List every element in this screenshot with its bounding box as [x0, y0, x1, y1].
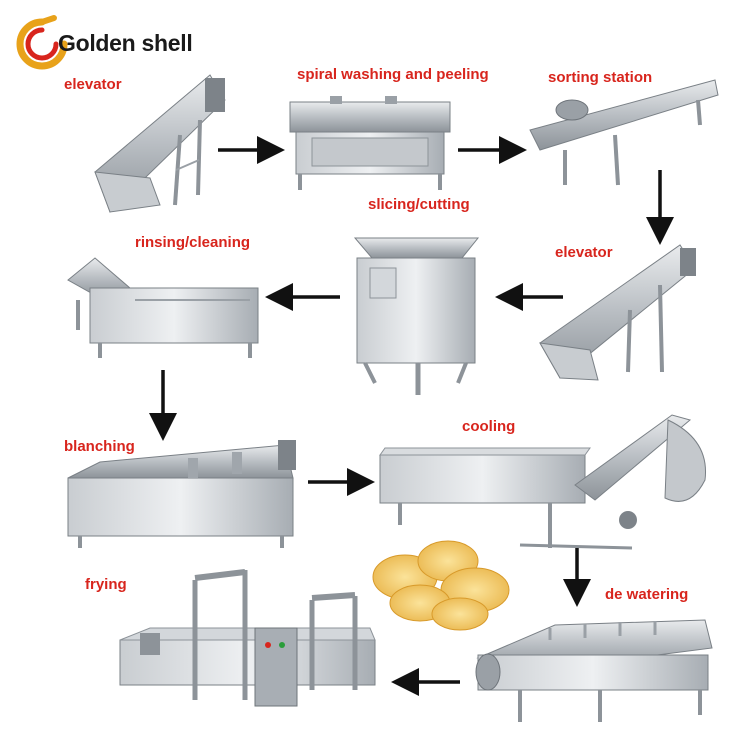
- spiral-washing-machine: [289, 96, 451, 190]
- brand-logo: Golden shell: [12, 14, 193, 74]
- logo-mark-icon: [16, 15, 68, 70]
- flow-arrows: [149, 136, 674, 696]
- blanching-machine: [67, 440, 296, 548]
- cooling-machine: [379, 414, 707, 550]
- dewatering-machine: [475, 619, 713, 722]
- rinsing-machine: [67, 257, 259, 358]
- step-label-dewatering: de watering: [605, 586, 689, 603]
- step-label-rinsing: rinsing/cleaning: [135, 234, 251, 251]
- elevator-1-machine: [94, 74, 226, 213]
- potato-chips-image: [372, 540, 510, 631]
- logo-text: Golden shell: [58, 30, 193, 56]
- step-label-blanching: blanching: [64, 438, 135, 455]
- sorting-station-machine: [529, 79, 719, 186]
- step-label-frying: frying: [85, 576, 127, 593]
- step-label-cooling: cooling: [462, 418, 516, 435]
- step-label-sorting-station: sorting station: [548, 69, 653, 86]
- step-label-elevator-1: elevator: [64, 76, 122, 93]
- slicing-machine: [353, 237, 480, 395]
- frying-machine: [119, 569, 376, 707]
- step-label-elevator-2: elevator: [555, 244, 613, 261]
- step-label-slicing: slicing/cutting: [368, 196, 470, 213]
- step-label-spiral-washing: spiral washing and peeling: [297, 66, 489, 83]
- elevator-2-machine: [539, 244, 696, 381]
